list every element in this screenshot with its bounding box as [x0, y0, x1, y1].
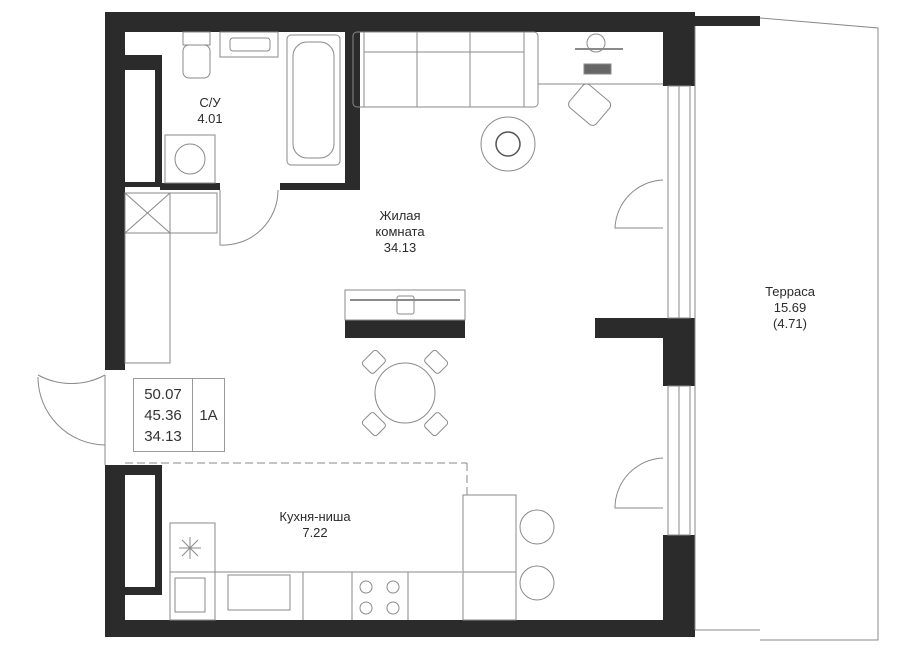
- kitchen-label: Кухня-ниша 7.22: [260, 509, 370, 541]
- living-name-1: Жилая: [379, 208, 421, 223]
- terrace-name: Терраса: [765, 284, 815, 299]
- terrace-area: 15.69: [773, 300, 807, 315]
- fixtures: [37, 17, 879, 641]
- living-area-summary: 34.13: [144, 427, 182, 445]
- terrace-label: Терраса 15.69 (4.71): [740, 284, 840, 332]
- living-area: 34.13: [383, 240, 417, 255]
- bathroom-name: С/У: [199, 95, 221, 110]
- bathroom-area: 4.01: [197, 111, 223, 126]
- living-label: Жилая комната 34.13: [350, 208, 450, 256]
- apartment-info-box: 50.07 45.36 34.13 1А: [133, 378, 225, 452]
- total-area: 50.07: [144, 385, 182, 403]
- terrace-reduced-area: (4.71): [773, 316, 807, 331]
- kitchen-area: 7.22: [302, 525, 328, 540]
- kitchen-name: Кухня-ниша: [279, 509, 351, 524]
- apartment-type: 1А: [199, 406, 218, 424]
- living-name-2: комната: [375, 224, 425, 239]
- bathroom-label: С/У 4.01: [180, 95, 240, 127]
- living-total-area: 45.36: [144, 406, 182, 424]
